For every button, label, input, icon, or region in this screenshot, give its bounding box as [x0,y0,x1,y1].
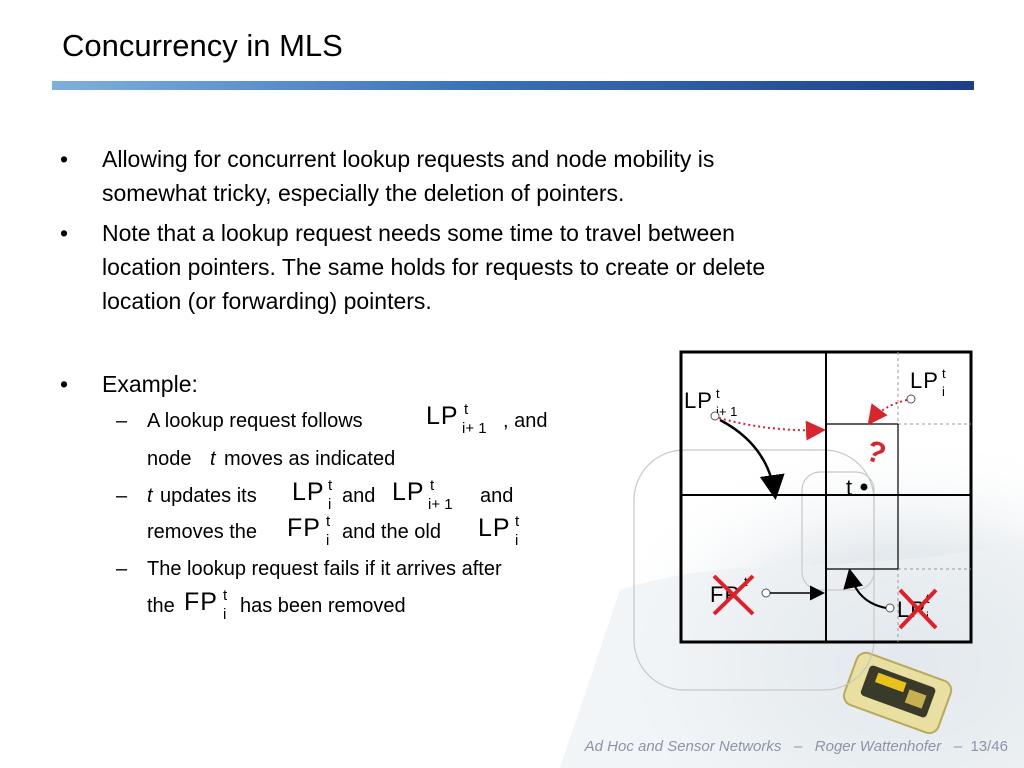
symbol-sup-t: t [328,477,333,494]
movement-arrow [719,418,785,500]
symbol-sub-i1: i+ 1 [428,496,453,513]
symbol-sub-i: i [328,496,332,513]
symbol-sup-t: t [515,513,520,530]
bullet-1-line-2: somewhat tricky, especially the deletion… [102,180,625,206]
bullet-dot: • [60,220,69,246]
symbol-sup-t: t [326,513,331,530]
footer-course: Ad Hoc and Sensor Networks [584,738,782,755]
footer: Ad Hoc and Sensor Networks – Roger Watte… [585,738,1008,755]
sub-2-text-c: and [480,485,514,507]
label-lp-i-sup: t [942,366,946,381]
pointer-node [885,603,895,613]
lp-arrow [843,568,887,609]
sub-1-node-t: t [210,448,216,470]
bullet-1: • Allowing for concurrent lookup request… [60,142,714,176]
sub-1-text-d: moves as indicated [224,448,396,470]
footer-author: Roger Wattenhofer [814,738,942,755]
label-lp-i: LP [910,368,939,393]
symbol-fp: FP [287,514,321,542]
sub-2-text-d: removes the [147,521,258,543]
dash: – [116,410,128,432]
lookup-arrow-red [718,417,826,441]
mls-grid-diagram: LP t i LP t i+ 1 ? t FP t LP t i [633,350,973,691]
question-mark-icon: ? [862,434,891,471]
bullet-2-line-3: location (or forwarding) pointers. [102,288,432,314]
footer-separator: – [953,738,963,755]
cross-icon [898,588,938,630]
title-underline-bar [52,81,974,90]
sub-3-text-c: has been removed [240,595,406,617]
sub-1-text-a: A lookup request follows [147,410,363,432]
lookup-arrow-red [867,399,908,426]
symbol-sub-i: i [223,606,227,623]
example-label: Example: [102,371,198,397]
sub-2-t: t [147,485,153,507]
symbol-lp: LP [392,478,425,506]
region-outline-small [801,471,875,591]
bullet-2: • Note that a lookup request needs some … [60,216,735,250]
bullet-1-line-1: Allowing for concurrent lookup requests … [102,146,715,172]
sub-1-text-c: node [147,448,192,470]
slide-title: Concurrency in MLS [62,28,343,63]
sub-2-text-b: and [342,485,376,507]
pointer-node [906,394,916,404]
label-lp-i1: LP [684,388,713,413]
symbol-sub-i: i [515,532,519,549]
region-outline-large [633,449,875,691]
label-lp-i1-sup: t [716,386,720,401]
bullet-3: • Example: [60,367,198,401]
sub-2-text-e: and the old [342,521,441,543]
sub-3-text-b: the [147,595,175,617]
node-t-dot [860,483,868,491]
cross-icon [712,574,755,616]
sub-3-text-a: The lookup request fails if it arrives a… [147,558,502,580]
pointer-node [710,411,720,421]
bullet-dot: • [60,146,69,172]
pointer-node [761,588,771,598]
node-t-label: t [846,475,852,500]
bullet-dot: • [60,371,69,397]
sub-1-text-b: , and [503,410,548,432]
sub-2-text-a: updates its [160,485,257,507]
dash: – [116,558,128,580]
symbol-sup-t: t [223,587,228,604]
symbol-sub-i: i [326,532,330,549]
symbol-lp: LP [478,514,511,542]
label-lp-i-sub: i [942,384,945,399]
symbol-lp: LP [292,478,325,506]
symbol-sub-i1: i+ 1 [462,420,487,437]
footer-separator: – [793,738,803,755]
symbol-sup-t: t [430,477,435,494]
bullet-2-line-1: Note that a lookup request needs some ti… [102,220,735,246]
symbol-fp: FP [184,588,218,616]
bullet-2-line-2: location pointers. The same holds for re… [102,254,766,280]
page-number: 13/46 [970,738,1008,755]
label-lp-i1-sub: i+ 1 [716,404,737,419]
symbol-lp: LP [426,402,459,430]
symbol-sup-t: t [464,401,469,418]
dash: – [116,485,128,507]
